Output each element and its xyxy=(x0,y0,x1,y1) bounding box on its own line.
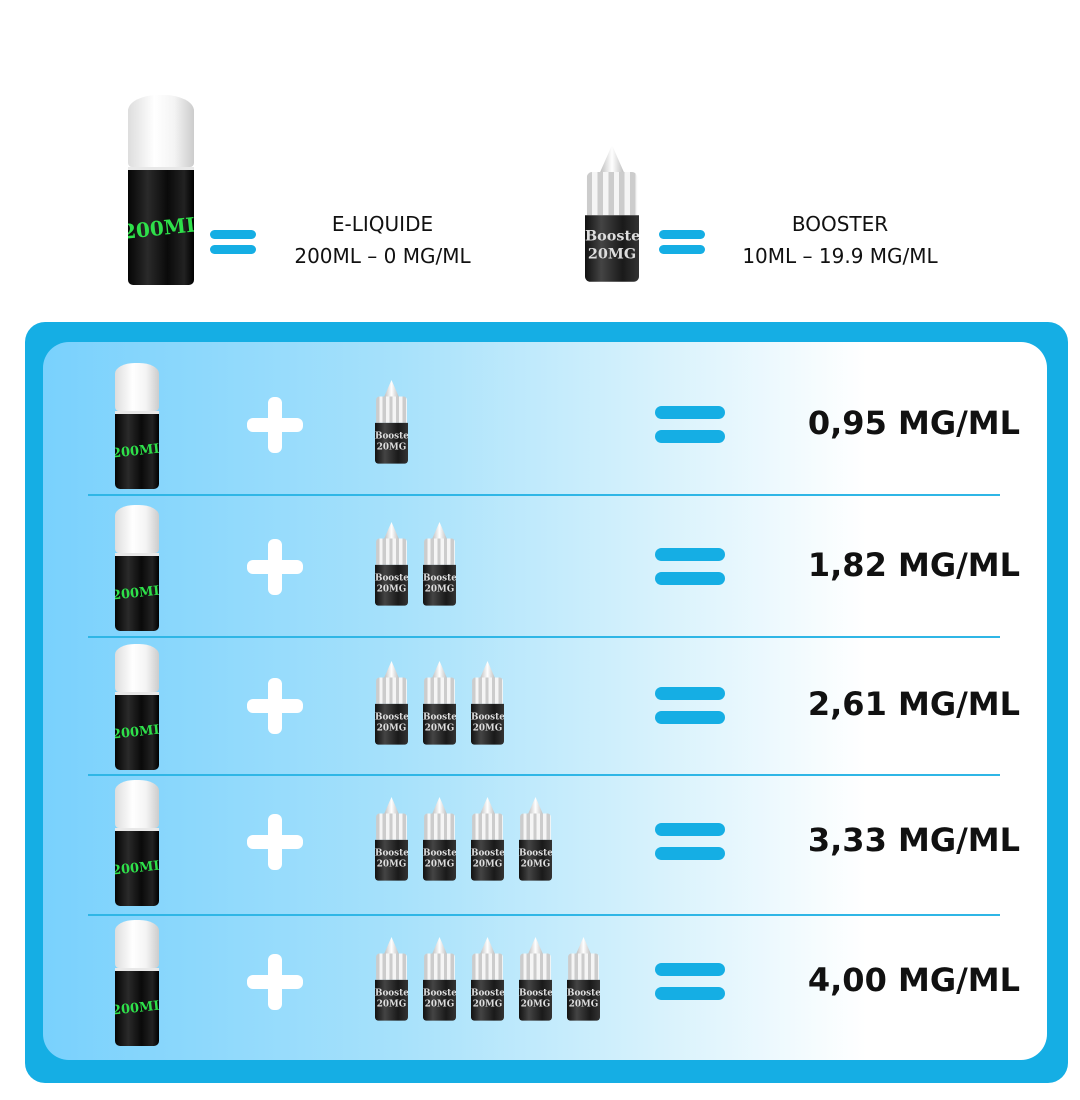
booster-bottle-icon: Booster20MG xyxy=(423,661,456,745)
booster-strength-label: 20MG xyxy=(376,721,407,733)
booster-label: Booster xyxy=(423,571,456,583)
bottle-label: 200ML xyxy=(115,722,159,743)
booster-strength-label: 20MG xyxy=(587,244,637,262)
eliquid-title: E-LIQUIDE xyxy=(331,212,434,236)
booster-label: Booster xyxy=(375,986,408,998)
row-divider xyxy=(88,774,1000,776)
booster-strength-label: 20MG xyxy=(376,440,407,452)
booster-bottle-icon: Booster20MG xyxy=(375,797,408,881)
booster-strength-label: 20MG xyxy=(376,857,407,869)
equals-icon xyxy=(655,548,725,585)
booster-strength-label: 20MG xyxy=(472,857,503,869)
booster-bottle-icon: Booster20MG xyxy=(567,937,600,1021)
booster-label: Booster xyxy=(567,986,600,998)
result-value: 3,33 MG/ML xyxy=(807,821,1020,859)
equals-icon xyxy=(659,230,705,254)
eliquid-subtitle: 200ML – 0 MG/ML xyxy=(294,244,471,268)
booster-bottle-icon: Booster20MG xyxy=(423,937,456,1021)
booster-label: Booster xyxy=(375,846,408,858)
booster-label: Booster xyxy=(471,986,504,998)
booster-bottle-icon: Booster20MG xyxy=(423,797,456,881)
booster-label: Booster xyxy=(423,710,456,722)
booster-label: Booster xyxy=(423,846,456,858)
eliquid-bottle-icon: 200ML xyxy=(115,505,159,631)
equals-icon xyxy=(655,406,725,443)
plus-icon xyxy=(247,954,303,1010)
booster-bottle-icon: Booster20MG xyxy=(519,797,552,881)
eliquid-bottle-icon: 200ML xyxy=(115,363,159,489)
booster-strength-label: 20MG xyxy=(472,721,503,733)
booster-strength-label: 20MG xyxy=(424,582,455,594)
plus-icon xyxy=(247,397,303,453)
eliquid-bottle-icon: 200ML xyxy=(115,920,159,1046)
bottle-label: 200ML xyxy=(115,858,159,879)
plus-icon xyxy=(247,814,303,870)
plus-icon xyxy=(247,678,303,734)
booster-subtitle: 10ML – 19.9 MG/ML xyxy=(742,244,938,268)
booster-strength-label: 20MG xyxy=(520,997,551,1009)
eliquid-bottle-icon: 200ML xyxy=(128,95,194,285)
booster-label: Booster xyxy=(375,429,408,441)
booster-strength-label: 20MG xyxy=(520,857,551,869)
bottle-label: 200ML xyxy=(115,441,159,462)
equals-icon xyxy=(655,687,725,724)
eliquid-bottle-icon: 200ML xyxy=(115,780,159,906)
booster-strength-label: 20MG xyxy=(424,721,455,733)
mix-table xyxy=(43,342,1047,1060)
booster-strength-label: 20MG xyxy=(424,997,455,1009)
booster-strength-label: 20MG xyxy=(424,857,455,869)
booster-bottle-icon: Booster20MG xyxy=(375,661,408,745)
booster-label: Booster xyxy=(519,986,552,998)
row-divider xyxy=(88,494,1000,496)
booster-label: Booster xyxy=(423,986,456,998)
booster-bottle-icon: Booster20MG xyxy=(471,797,504,881)
booster-label: Booster xyxy=(471,846,504,858)
booster-bottle-icon: Booster20MG xyxy=(471,661,504,745)
eliquid-legend: E-LIQUIDE 200ML – 0 MG/ML xyxy=(260,208,505,272)
booster-bottle-icon: Booster20MG xyxy=(585,145,639,282)
booster-bottle-icon: Booster20MG xyxy=(375,522,408,606)
booster-legend: BOOSTER 10ML – 19.9 MG/ML xyxy=(720,208,960,272)
result-value: 4,00 MG/ML xyxy=(807,961,1020,999)
booster-title: BOOSTER xyxy=(791,212,889,236)
plus-icon xyxy=(247,539,303,595)
eliquid-bottle-icon: 200ML xyxy=(115,644,159,770)
equals-icon xyxy=(655,823,725,860)
booster-bottle-icon: Booster20MG xyxy=(471,937,504,1021)
bottle-label: 200ML xyxy=(115,998,159,1019)
booster-label: Booster xyxy=(375,571,408,583)
booster-strength-label: 20MG xyxy=(376,997,407,1009)
booster-strength-label: 20MG xyxy=(568,997,599,1009)
row-divider xyxy=(88,636,1000,638)
booster-label: Booster xyxy=(375,710,408,722)
result-value: 0,95 MG/ML xyxy=(807,404,1020,442)
booster-label: Booster xyxy=(585,226,639,244)
result-value: 2,61 MG/ML xyxy=(807,685,1020,723)
booster-bottle-icon: Booster20MG xyxy=(519,937,552,1021)
booster-label: Booster xyxy=(471,710,504,722)
booster-strength-label: 20MG xyxy=(472,997,503,1009)
equals-icon xyxy=(655,963,725,1000)
bottle-label: 200ML xyxy=(128,211,194,244)
row-divider xyxy=(88,914,1000,916)
result-value: 1,82 MG/ML xyxy=(807,546,1020,584)
booster-bottle-icon: Booster20MG xyxy=(423,522,456,606)
equals-icon xyxy=(210,230,256,254)
bottle-label: 200ML xyxy=(115,583,159,604)
booster-bottle-icon: Booster20MG xyxy=(375,937,408,1021)
booster-label: Booster xyxy=(519,846,552,858)
booster-bottle-icon: Booster20MG xyxy=(375,380,408,464)
booster-strength-label: 20MG xyxy=(376,582,407,594)
